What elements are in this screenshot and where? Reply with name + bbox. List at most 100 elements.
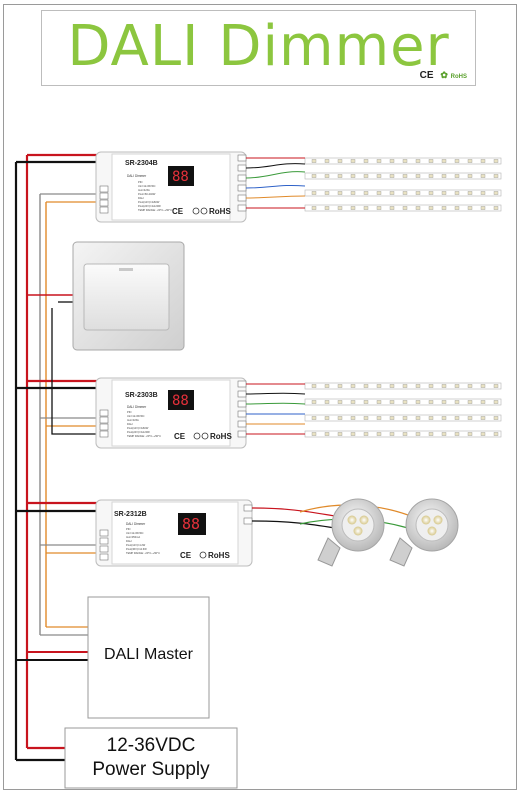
- switch-black-wire-2: [51, 308, 100, 435]
- spec-line: PIN: [127, 410, 131, 414]
- led-chip: [454, 191, 460, 195]
- led-chip: [493, 159, 499, 163]
- led-chip: [337, 174, 343, 178]
- ce-label: CE: [174, 432, 186, 441]
- led-chip: [402, 416, 408, 420]
- led-chip: [415, 400, 421, 404]
- spotlight-lens: [415, 508, 449, 542]
- led-chip: [428, 384, 434, 388]
- led-chip: [441, 400, 447, 404]
- led-chip: [493, 384, 499, 388]
- led-chip: [480, 174, 486, 178]
- led-chip: [441, 384, 447, 388]
- spec-line: Pout(12V)=4x60W: [138, 200, 160, 204]
- led-chip: [311, 400, 317, 404]
- led-chip: [350, 191, 356, 195]
- led-chip: [441, 206, 447, 210]
- led-chip: [467, 432, 473, 436]
- led-chip: [363, 159, 369, 163]
- led-chip: [324, 191, 330, 195]
- spec-line: Iout=350mA: [126, 535, 140, 539]
- power-supply-name: Power Supply: [92, 759, 210, 780]
- power-supply-label: 12-36VDC Power Supply: [65, 734, 237, 782]
- led-chip: [311, 416, 317, 420]
- switch-rocker: [83, 263, 170, 331]
- led-chip: [493, 191, 499, 195]
- approval-icon: [200, 207, 208, 215]
- spec-line: PIN: [138, 180, 142, 184]
- spotlight-bracket: [389, 537, 413, 567]
- out-wire: [245, 402, 306, 405]
- led-chip: [454, 206, 460, 210]
- spec-line: Pout(12V)=4.2W: [126, 543, 146, 547]
- spotlight-lens: [341, 508, 375, 542]
- power-supply-voltage: 12-36VDC: [106, 735, 196, 756]
- led-strips-group-1: [304, 157, 502, 212]
- led-chip: [467, 400, 473, 404]
- led-chip: [350, 400, 356, 404]
- led-chip: [493, 400, 499, 404]
- led-chip: [324, 400, 330, 404]
- led-chip: [415, 174, 421, 178]
- led-chip: [467, 159, 473, 163]
- led-chip: [324, 159, 330, 163]
- led-chip: [493, 206, 499, 210]
- spec-line: Pout=60-240W: [138, 192, 156, 196]
- switch-indicator: [119, 268, 133, 271]
- led-chip: [363, 416, 369, 420]
- spec-line: Pout(24V)=3x120W: [127, 430, 150, 434]
- ce-mark: CE: [419, 70, 434, 81]
- controller-sr-2312b: SR-2312B 88 DALI Dimmer PIN Uin=12-36VDC…: [95, 499, 253, 567]
- spec-line: DALI: [138, 196, 144, 200]
- led-chip: [467, 416, 473, 420]
- led-chip: [389, 159, 395, 163]
- led-chip: [493, 174, 499, 178]
- recycle-icon: [192, 207, 200, 215]
- led-chip: [324, 174, 330, 178]
- led-chip: [389, 416, 395, 420]
- output-wires-2304b: [245, 157, 306, 209]
- led-chip: [454, 416, 460, 420]
- digit-display: [178, 513, 206, 535]
- led-chip: [480, 416, 486, 420]
- approval-icon: [201, 432, 209, 440]
- led-chip: [389, 174, 395, 178]
- led-chip: [324, 416, 330, 420]
- output-wires-2312b: [251, 504, 409, 529]
- device-name: DALI Dimmer: [127, 405, 147, 409]
- led-chip: [402, 191, 408, 195]
- led-chip: [389, 191, 395, 195]
- led-chip: [350, 384, 356, 388]
- led-chip: [353, 526, 363, 536]
- led-chip: [454, 400, 460, 404]
- led-chip: [428, 432, 434, 436]
- out-wire: [245, 163, 306, 169]
- led-chip: [337, 191, 343, 195]
- led-chip: [363, 174, 369, 178]
- title-banner: DALI Dimmer CE ✿ RoHS: [41, 10, 476, 86]
- led-chip: [363, 432, 369, 436]
- led-chip: [441, 432, 447, 436]
- led-chip: [311, 174, 317, 178]
- led-chip: [337, 416, 343, 420]
- led-chip: [415, 191, 421, 195]
- power-supply-box: [64, 727, 238, 789]
- led-chip: [376, 206, 382, 210]
- led-chip: [363, 206, 369, 210]
- led-chip: [311, 191, 317, 195]
- led-chip: [347, 515, 357, 525]
- rohs-label: RoHS: [208, 551, 230, 560]
- out-wire: [245, 184, 306, 189]
- spotlight-bracket: [317, 537, 341, 567]
- controller-label-panel: [111, 501, 239, 565]
- led-chip: [350, 432, 356, 436]
- led-chip: [363, 400, 369, 404]
- led-chip: [337, 400, 343, 404]
- digit-display: [168, 166, 194, 186]
- spec-lines: PIN Uin=12-36VDC Iout=3x5A DALI Pout(12V…: [127, 410, 161, 438]
- led-chip: [389, 432, 395, 436]
- led-chip: [428, 416, 434, 420]
- led-chip: [311, 206, 317, 210]
- spotlight-2: [389, 498, 459, 567]
